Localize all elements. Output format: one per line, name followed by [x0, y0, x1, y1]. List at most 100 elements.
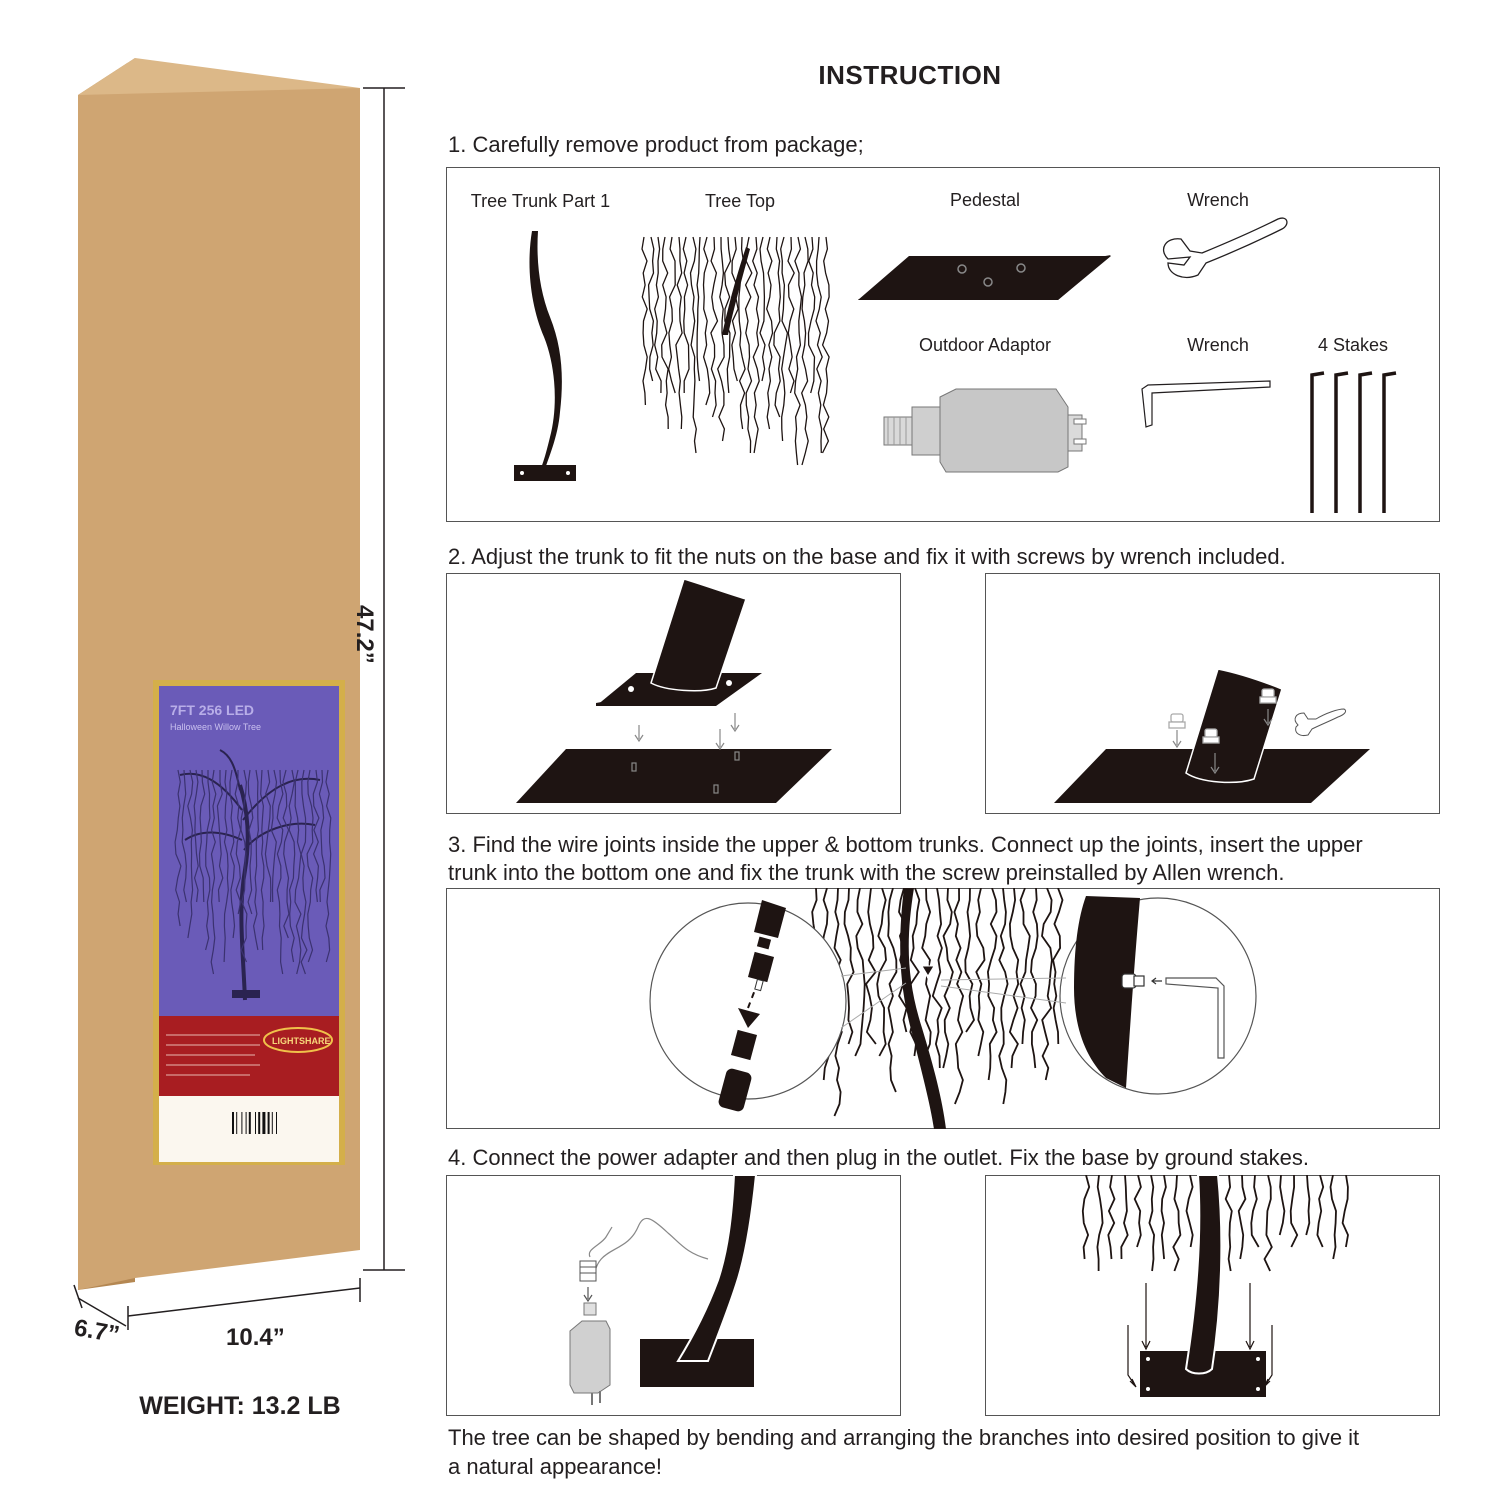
branch-strand	[229, 769, 236, 939]
branch-strand	[1237, 1175, 1247, 1260]
branch-strand	[647, 236, 655, 382]
branch-strand	[807, 236, 816, 394]
branch-strand	[325, 769, 332, 963]
box-weight-label: WEIGHT: 13.2 LB	[139, 1392, 341, 1420]
branch-strand	[210, 769, 217, 975]
step-4-drawings	[569, 1175, 1349, 1405]
barcode-bar	[276, 1112, 277, 1134]
branch-strand	[1030, 888, 1039, 1069]
branch-strand	[876, 888, 887, 1057]
barcode-bar	[271, 1112, 273, 1134]
branch-strand	[1133, 1175, 1142, 1248]
box-top-face	[78, 58, 360, 95]
branch-strand	[696, 236, 701, 382]
branch-strand	[675, 236, 683, 430]
branch-strand	[312, 769, 320, 903]
branch-strand	[1263, 1175, 1273, 1272]
branch-strand	[865, 888, 877, 1045]
part-label-stakes: 4 Stakes	[1317, 335, 1389, 355]
branch-strand	[1278, 1175, 1286, 1236]
label-subtitle: Halloween Willow Tree	[170, 722, 261, 732]
branch-strand	[1041, 888, 1053, 1081]
box-height-label: 47.2”	[351, 605, 378, 664]
branch-strand	[1120, 1175, 1129, 1260]
branch-strand	[288, 769, 296, 963]
part-label-trunk: Tree Trunk Part 1	[470, 191, 611, 211]
barcode-bar	[236, 1112, 238, 1134]
barcode-bar	[262, 1112, 266, 1134]
barcode	[232, 1112, 277, 1134]
branch-strand	[682, 236, 690, 393]
branch-strand	[205, 770, 211, 951]
branch-strand	[773, 236, 781, 418]
branch-strand	[1096, 1175, 1104, 1271]
branch-strand	[252, 769, 260, 951]
branch-strand	[1081, 1175, 1091, 1260]
barcode-bar	[248, 1112, 251, 1134]
branch-strand	[306, 769, 314, 963]
barcode-bar	[255, 1112, 256, 1134]
barcode-bar	[232, 1112, 234, 1134]
barcode-bar	[258, 1112, 261, 1134]
part-label-adaptor: Outdoor Adaptor	[918, 335, 1052, 355]
branch-strand	[174, 769, 182, 927]
branch-strand	[843, 888, 855, 1045]
branch-strand	[1329, 1175, 1337, 1260]
product-box-illustration: 7FT 256 LED Halloween Willow Tree LIGHTS…	[78, 58, 360, 1290]
branch-strand	[1224, 1175, 1233, 1272]
branch-strand	[766, 236, 774, 430]
part-label-pedestal: Pedestal	[949, 190, 1021, 210]
branch-strand	[1107, 1175, 1116, 1260]
part-label-tree-top: Tree Top	[704, 191, 776, 211]
branch-strand	[998, 888, 1009, 1105]
branch-strand	[641, 236, 648, 406]
branch-strand	[689, 236, 697, 454]
branch-strand	[731, 236, 739, 382]
branch-strand	[1052, 888, 1064, 1045]
branch-strand	[264, 769, 272, 903]
branch-strand	[953, 888, 965, 1105]
branch-strand	[1341, 1175, 1349, 1248]
label-tree-base	[232, 990, 260, 998]
branch-strand	[1172, 1175, 1182, 1272]
branch-strand	[1316, 1175, 1325, 1248]
branch-strand	[216, 770, 224, 903]
branch-strand	[223, 769, 229, 963]
pedestal-drawing	[858, 255, 1111, 300]
branch-strand	[1008, 888, 1020, 1069]
branch-strand	[716, 236, 726, 442]
branch-strand	[702, 236, 711, 406]
branch-strand	[1185, 1175, 1194, 1248]
branch-strand	[294, 769, 302, 975]
branch-strand	[181, 769, 187, 903]
step-2-drawings	[516, 578, 1370, 803]
branch-strand	[187, 769, 194, 939]
branch-strand	[986, 888, 998, 1081]
branch-strand	[276, 769, 284, 975]
branch-strand	[234, 769, 242, 915]
branch-strand	[668, 236, 676, 394]
branch-strand	[1019, 888, 1031, 1045]
branch-strand	[247, 769, 254, 915]
branch-strand	[787, 236, 795, 394]
branch-strand	[193, 769, 199, 903]
trunk-part-drawing	[514, 231, 576, 481]
branch-strand	[931, 888, 943, 1069]
branch-strand	[801, 236, 809, 466]
branch-strand	[759, 236, 766, 382]
brand-logo-oval	[263, 1027, 333, 1053]
barcode-bar	[241, 1112, 243, 1134]
stakes-drawing	[1310, 371, 1397, 513]
wrench-drawing	[1163, 217, 1288, 278]
barcode-bar	[245, 1112, 247, 1134]
label-title: 7FT 256 LED	[170, 702, 254, 718]
branch-strand	[318, 769, 326, 903]
branch-strand	[282, 769, 290, 939]
dimension-lines	[73, 87, 405, 1330]
part-label-wrench: Wrench	[1187, 190, 1249, 210]
branch-strand	[724, 236, 732, 394]
branch-strand	[780, 236, 789, 442]
branch-strand	[744, 236, 753, 454]
closing-note-line-1: The tree can be shaped by bending and ar…	[448, 1425, 1360, 1450]
branch-strand	[661, 236, 669, 430]
